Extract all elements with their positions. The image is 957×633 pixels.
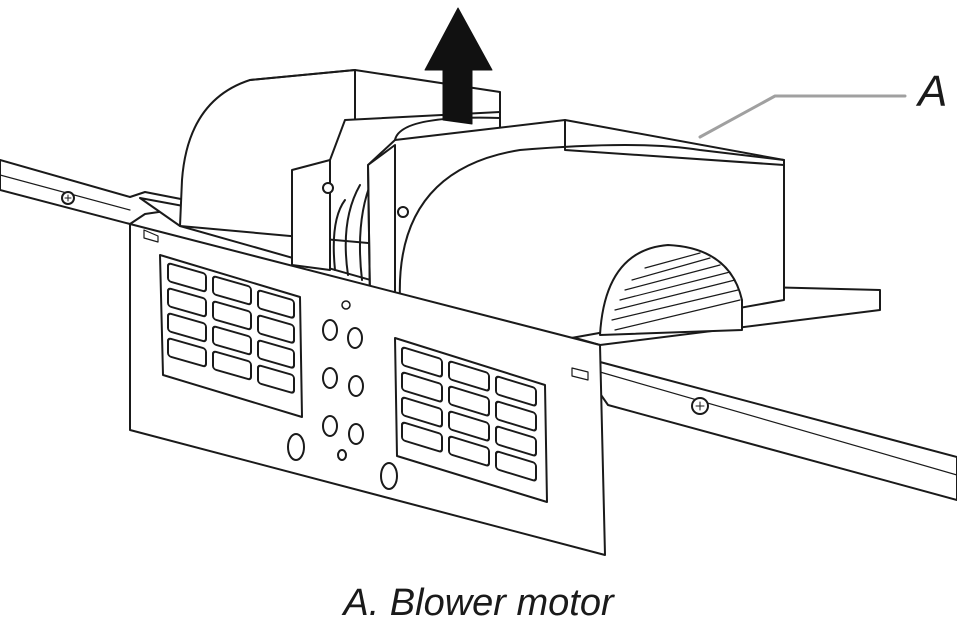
right-mounting-rail (584, 357, 957, 501)
left-blower-housing (179, 69, 501, 281)
callout-label-a: A (918, 67, 948, 116)
left-vent-grille (159, 254, 303, 418)
right-vent-grille (394, 337, 548, 503)
up-arrow-icon (424, 7, 493, 125)
left-mounting-rail (0, 159, 187, 225)
figure-caption: A. Blower motor (343, 582, 614, 624)
right-blower-housing (367, 116, 785, 341)
callout-leader-line (698, 94, 907, 139)
knockout-holes (287, 319, 398, 490)
